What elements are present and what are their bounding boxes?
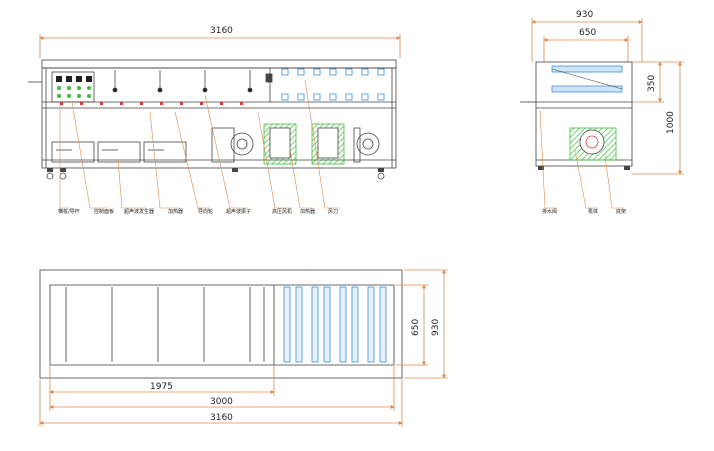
- front-callout-3: 超声波发生器: [124, 208, 154, 215]
- side-rollers: [551, 65, 623, 93]
- top-depth-inner-label: 650: [411, 319, 421, 336]
- front-view: 3160: [28, 26, 401, 215]
- side-feet: [538, 166, 630, 170]
- top-length-inner-label: 3000: [210, 397, 233, 407]
- front-callout-4: 加热器: [168, 208, 183, 215]
- top-depth-outer-label: 930: [431, 319, 441, 336]
- side-callout-3: 底架: [616, 208, 626, 215]
- top-frame: [39, 269, 403, 379]
- front-callout-8: 加热器: [300, 208, 315, 215]
- front-callout-1: 横桩/导杆: [58, 208, 80, 215]
- front-callout-6: 超声波振子: [226, 208, 251, 215]
- front-callout-7: 高压风机: [272, 208, 292, 215]
- top-air-knives: [283, 286, 387, 363]
- air-knives: [281, 68, 385, 101]
- top-length-section-label: 1975: [150, 382, 173, 392]
- top-length-overall-label: 3160: [210, 413, 233, 423]
- top-rods: [65, 287, 265, 362]
- side-overall-height-label: 1000: [666, 111, 676, 134]
- front-feet: [46, 168, 385, 180]
- front-callout-9: 风刀: [328, 209, 338, 215]
- side-view: 930 650 350 1000 排水阀 泵体: [520, 10, 684, 215]
- side-overall-width-label: 930: [576, 10, 593, 20]
- side-pump: [569, 127, 617, 161]
- front-overall-dimension: [39, 34, 401, 58]
- front-callout-5: 导向轮: [198, 208, 213, 215]
- front-callout-2: 控制面板: [94, 208, 114, 215]
- ultrasonic-generators: [51, 141, 187, 163]
- front-overall-width-label: 3160: [210, 26, 233, 36]
- side-dimensions: [531, 18, 684, 175]
- blowers: [211, 127, 380, 163]
- top-view: 650 930 1975 3000 3160: [39, 269, 448, 427]
- side-callout-2: 泵体: [588, 208, 598, 215]
- red-markers: [60, 102, 243, 105]
- top-dimensions: [39, 269, 448, 427]
- side-callout-1: 排水阀: [542, 208, 557, 215]
- side-inner-width-label: 650: [579, 28, 596, 38]
- side-leaders: [539, 109, 624, 209]
- control-panel: [51, 71, 95, 103]
- side-upper-height-label: 350: [647, 75, 657, 92]
- guide-rods: [112, 70, 273, 93]
- heater-tanks: [263, 123, 345, 165]
- front-leaders: [59, 79, 340, 209]
